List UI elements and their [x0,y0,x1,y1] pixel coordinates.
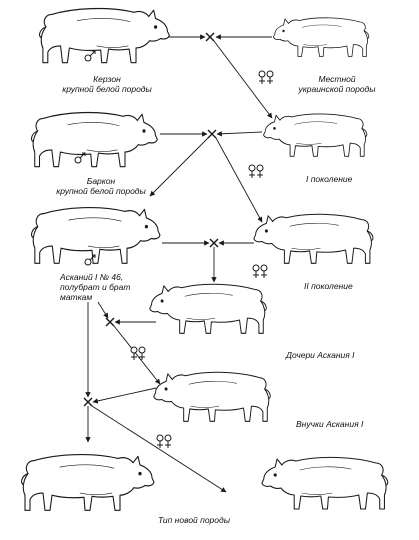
cross-icon [83,397,93,407]
new-breed-sow-pig-icon [262,457,388,509]
female-symbol-icon [156,434,164,448]
sex-symbols [74,50,274,448]
askaniy-line-1: Асканий I № 46, [60,272,124,282]
granddaughters-label: Внучки Аскания I [296,419,364,429]
cross-icon [207,129,217,139]
daughters-label: Дочери Аскания I [286,350,355,360]
local-sow-breed: украинской породы [298,84,376,94]
kerzon-pig-icon [39,7,170,64]
female-symbol-icon [260,264,268,278]
female-symbol-icon [138,346,146,360]
gen1-label: I поколение [306,174,353,184]
askaniy-label: Асканий I № 46, полубрат и брат маткам [60,272,130,302]
askaniy-pig-icon [30,206,161,264]
cross-icon [205,32,215,42]
barkon-pig-icon [30,111,158,168]
barkon-label: Баркон крупной белой породы [46,176,156,196]
female-symbol-icon [252,264,260,278]
female-symbol-icon [258,70,266,84]
askaniy-line-2: полубрат и брат [60,282,131,292]
cross-icon [105,317,115,327]
cross-icons [83,32,219,407]
barkon-breed: крупной белой породы [56,186,146,196]
female-symbol-icon [256,164,264,178]
local-sow-name: Местной [318,74,356,84]
male-symbol-icon [84,50,96,62]
male-symbol-icon [74,152,86,164]
new-breed-boar-pig-icon [21,453,155,511]
connectors [85,34,273,493]
local-sow-pig-icon [273,18,368,57]
askaniy-line-3: маткам [60,292,93,302]
daughters-pig-icon [150,284,266,333]
gen2-pig-icon [254,214,373,263]
kerzon-breed: крупной белой породы [62,84,152,94]
kerzon-label: Керзон крупной белой породы [52,74,162,94]
granddaughters-pig-icon [154,372,270,421]
male-symbol-icon [84,254,96,266]
kerzon-name: Керзон [93,74,121,84]
new-breed-label: Тип новой породы [158,515,230,525]
local-sow-label: Местной украинской породы [282,74,392,94]
female-symbol-icon [130,346,138,360]
gen1-pig-icon [264,114,367,156]
female-symbol-icon [266,70,274,84]
female-symbol-icon [164,434,172,448]
barkon-name: Баркон [86,176,116,186]
gen2-label: II поколение [304,281,353,291]
female-symbol-icon [248,164,256,178]
cross-icon [209,238,219,248]
